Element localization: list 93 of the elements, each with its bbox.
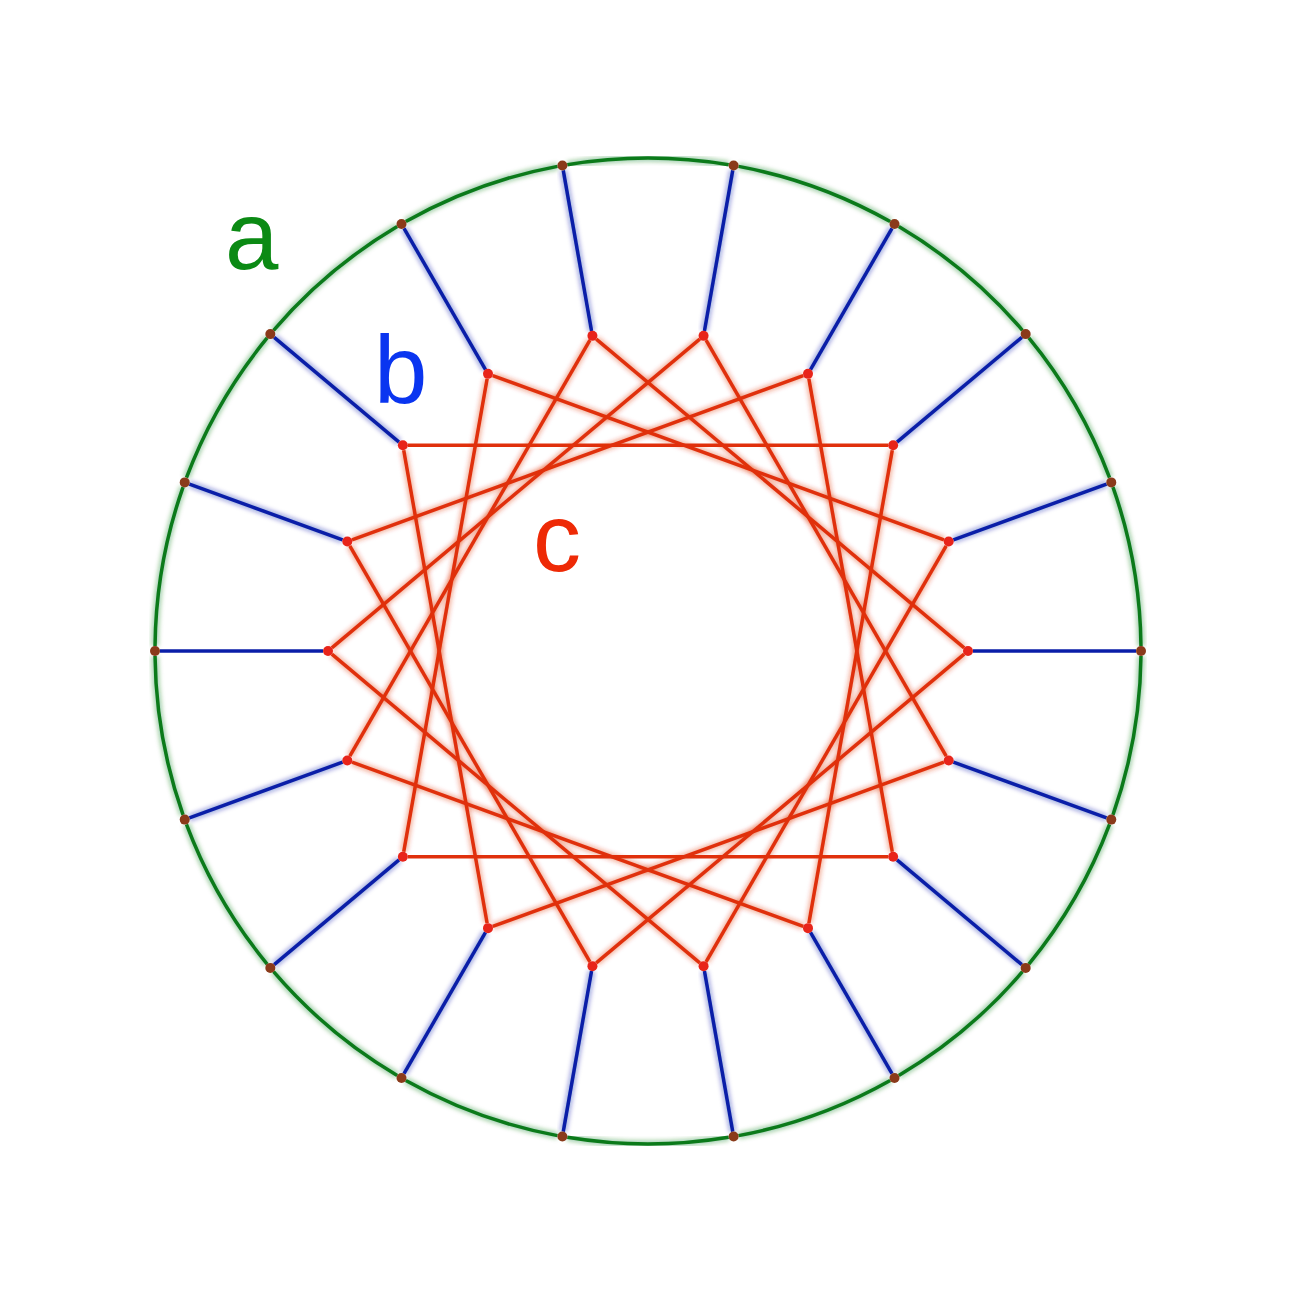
point-dot [587, 961, 598, 972]
connector-line [805, 378, 896, 853]
point-dot [803, 923, 813, 934]
point-dot [1020, 962, 1031, 973]
connector-line [805, 449, 896, 924]
connector-line [952, 480, 1108, 544]
point-dot [1106, 814, 1117, 825]
point-dot [557, 160, 568, 171]
point-dot [1020, 329, 1031, 340]
point-dot [698, 961, 709, 972]
connector-line [183, 335, 271, 480]
connector-line [1025, 822, 1113, 967]
connector-line [973, 647, 1136, 655]
connector-line [1109, 655, 1145, 816]
connector-line [702, 338, 950, 758]
connector-line [896, 969, 1026, 1079]
connector-line [350, 372, 805, 544]
connector-line [346, 338, 594, 758]
point-dot [803, 368, 813, 379]
connector-line [151, 655, 187, 816]
connector-line [400, 378, 491, 853]
connector-line [160, 647, 323, 655]
point-dot [323, 646, 333, 656]
point-dot [587, 330, 598, 341]
point-dot [265, 329, 276, 340]
connector-line [566, 1133, 730, 1148]
connector-line [700, 970, 737, 1133]
point-dot [342, 536, 353, 547]
connector-line [1025, 335, 1113, 480]
point-dot [889, 1072, 900, 1083]
part-label: b [374, 322, 428, 418]
connector-line [491, 758, 946, 930]
point-dot [483, 923, 493, 934]
connector-line [702, 544, 950, 964]
connector-line [400, 930, 489, 1076]
point-dot [396, 1072, 407, 1083]
connector-line [400, 226, 489, 372]
point-dot [483, 368, 493, 379]
connector-line [151, 486, 187, 647]
connector-line [183, 822, 271, 967]
connector-line [593, 651, 967, 966]
point-dot [889, 219, 900, 230]
connector-line [188, 480, 344, 544]
point-dot [888, 851, 899, 862]
point-dot [397, 851, 408, 862]
connector-line [404, 1077, 559, 1140]
connector-line [270, 223, 400, 333]
connector-line [952, 758, 1108, 822]
connector-line [350, 758, 805, 930]
connector-line [270, 969, 400, 1079]
connector-line [896, 223, 1026, 333]
point-dot [728, 1131, 739, 1142]
point-dot [265, 962, 276, 973]
point-dot [888, 440, 899, 451]
point-dot [179, 814, 190, 825]
point-dot [698, 330, 709, 341]
point-dot [1136, 646, 1146, 656]
point-dot [179, 477, 190, 488]
connector-line [566, 154, 730, 169]
connector-line [737, 162, 892, 225]
connector-line [407, 441, 889, 450]
point-dot [150, 646, 160, 656]
point-dot [728, 160, 739, 171]
connector-line [807, 930, 896, 1076]
point-dot [557, 1131, 568, 1142]
connector-line [1109, 486, 1145, 647]
connector-line [894, 334, 1025, 445]
connector-line [188, 758, 344, 822]
connector-line [271, 334, 402, 445]
connector-line [700, 169, 737, 332]
point-dot [396, 219, 407, 230]
connector-line [346, 544, 594, 964]
connector-line [807, 226, 896, 372]
connector-line [559, 970, 596, 1133]
connector-line [329, 336, 703, 651]
part-label: a [225, 188, 279, 284]
connector-line [894, 857, 1025, 968]
point-dot [943, 536, 954, 547]
point-dot [1106, 477, 1117, 488]
part-label: c [533, 490, 581, 586]
point-dot [342, 755, 353, 766]
connector-line [271, 857, 402, 968]
connector-line [400, 449, 491, 924]
point-dot [397, 440, 408, 451]
connector-line [329, 651, 703, 966]
connector-line [407, 852, 889, 861]
point-dot [963, 646, 973, 656]
connector-line [737, 1077, 892, 1140]
connector-line [593, 336, 967, 651]
connector-line [404, 162, 559, 225]
connector-line [559, 169, 596, 332]
connector-line [491, 372, 946, 544]
point-dot [943, 755, 954, 766]
